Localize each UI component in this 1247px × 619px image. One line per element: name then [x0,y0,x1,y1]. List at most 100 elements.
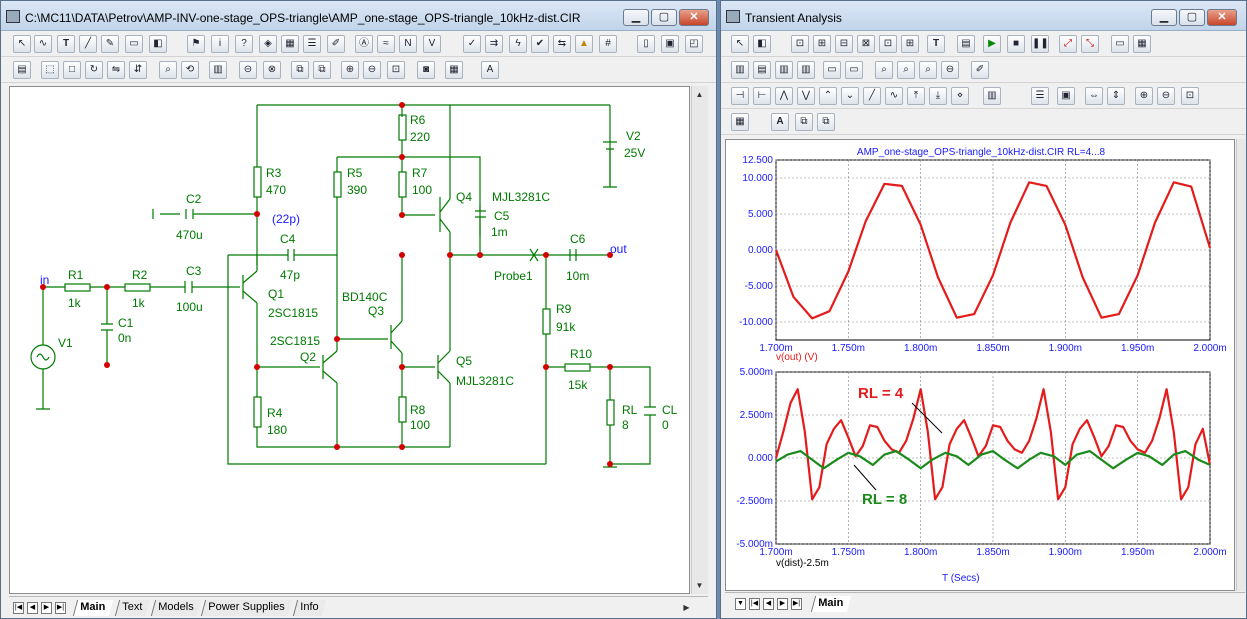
t-layout-icon[interactable]: ▦ [731,113,749,131]
t-scale2-icon[interactable]: ⊞ [813,35,831,53]
attribute-wave-icon[interactable]: ≈ [377,35,395,53]
pointer-icon[interactable]: ↖ [13,35,31,53]
t-layout6-icon[interactable]: ▭ [845,61,863,79]
t-copy-icon[interactable]: ⧉ [795,113,813,131]
transient-titlebar[interactable]: Transient Analysis ▁ ▢ ✕ [721,1,1246,31]
t-prev-icon[interactable]: |◀ [749,598,760,610]
t-cursor2-icon[interactable]: ⊢ [753,87,771,105]
t-clipboard-icon[interactable]: ▥ [983,87,1001,105]
clipboard-icon[interactable]: ▥ [209,61,227,79]
zoom-fit-icon[interactable]: ⊡ [387,61,405,79]
camera-icon[interactable]: ◙ [417,61,435,79]
flip-x-icon[interactable]: ⇋ [107,61,125,79]
t-fit-y-icon[interactable]: ⇕ [1107,87,1125,105]
t-component-icon[interactable]: ◧ [753,35,771,53]
t-scale6-icon[interactable]: ⊞ [901,35,919,53]
pin-icon[interactable]: ◈ [259,35,277,53]
window-icon[interactable]: ◰ [685,35,703,53]
t-point-icon[interactable]: ⋄ [951,87,969,105]
scroll-up-icon[interactable]: ▲ [695,90,704,99]
validate-icon[interactable]: ✔ [531,35,549,53]
warning-icon[interactable]: ▲ [575,35,593,53]
prev-page-icon[interactable]: ◀ [27,602,38,614]
properties-icon[interactable]: ▤ [13,61,31,79]
component-icon[interactable]: ◧ [149,35,167,53]
t-peak-icon[interactable]: ⋀ [775,87,793,105]
t-find2-icon[interactable]: ⌕ [897,61,915,79]
node-voltage-icon[interactable]: V [423,35,441,53]
flip-y-icon[interactable]: ⇵ [129,61,147,79]
t-layout5-icon[interactable]: ▭ [823,61,841,79]
t-global-low-icon[interactable]: ⤓ [929,87,947,105]
t-zoom-in-icon[interactable]: ⊕ [1135,87,1153,105]
t-cursor1-icon[interactable]: ⊣ [731,87,749,105]
blank-icon[interactable]: □ [63,61,81,79]
page-icon[interactable]: ▯ [637,35,655,53]
arrows-icon[interactable]: ⇆ [553,35,571,53]
last-page-icon[interactable]: ▶| [55,602,66,614]
transient-vertical-scrollbar[interactable] [1236,139,1246,591]
t-inflect-icon[interactable]: ∿ [885,87,903,105]
transient-tab-main[interactable]: Main [810,596,852,612]
t-page-icon[interactable]: ▣ [1057,87,1075,105]
plot-area[interactable]: AMP_one-stage_OPS-triangle_10kHz-dist.CI… [725,139,1235,591]
t-last-icon[interactable]: ▶| [791,598,802,610]
check-icon[interactable]: ✓ [463,35,481,53]
t-zoom-fit-icon[interactable]: ⊡ [1181,87,1199,105]
t-font-icon[interactable]: A [771,113,789,131]
t-valley-icon[interactable]: ⋁ [797,87,815,105]
help-icon[interactable]: ? [235,35,253,53]
attribute-icon[interactable]: Ⓐ [355,35,373,53]
maximize-button[interactable]: ▢ [651,9,677,26]
t-scale-icon[interactable]: ⊡ [791,35,809,53]
t-marker2-icon[interactable]: ⤡ [1081,35,1099,53]
t-marker-icon[interactable]: ⤢ [1059,35,1077,53]
first-page-icon[interactable]: |◀ [13,602,24,614]
text-icon[interactable]: T [57,35,75,53]
t-frame-icon[interactable]: ▭ [1111,35,1129,53]
tab-text[interactable]: Text [114,600,151,616]
t-low-icon[interactable]: ⌄ [841,87,859,105]
pencil-icon[interactable]: ✎ [101,35,119,53]
layout-icon[interactable]: ▦ [445,61,463,79]
t-prev2-icon[interactable]: ◀ [763,598,774,610]
t-list-icon[interactable]: ☰ [1031,87,1049,105]
t-edit-icon[interactable]: ✐ [971,61,989,79]
transient-maximize-button[interactable]: ▢ [1179,9,1205,26]
paste-icon[interactable]: ⧉ [313,61,331,79]
t-scale4-icon[interactable]: ⊠ [857,35,875,53]
t-next-icon[interactable]: ▶ [777,598,788,610]
t-zoom-out-icon[interactable]: ⊖ [1157,87,1175,105]
zoom-out-icon[interactable]: ⊖ [363,61,381,79]
scroll-down-icon[interactable]: ▼ [695,581,704,590]
stop-icon[interactable]: ■ [1007,35,1025,53]
bus-icon[interactable]: ▭ [125,35,143,53]
pause-icon[interactable]: ❚❚ [1031,35,1049,53]
schematic-vertical-scrollbar[interactable]: ▲ ▼ [691,86,708,594]
rotate-icon[interactable]: ↻ [85,61,103,79]
t-grid-icon[interactable]: ▦ [1133,35,1151,53]
tab-models[interactable]: Models [150,600,202,616]
t-high-icon[interactable]: ⌃ [819,87,837,105]
font-icon[interactable]: A [481,61,499,79]
stop-sign-icon[interactable]: ⊝ [239,61,257,79]
tab-main[interactable]: Main [72,600,114,616]
t-slope-icon[interactable]: ╱ [863,87,881,105]
line-icon[interactable]: ╱ [79,35,97,53]
edit-icon[interactable]: ✐ [327,35,345,53]
t-scale3-icon[interactable]: ⊟ [835,35,853,53]
t-layout2-icon[interactable]: ▤ [753,61,771,79]
select-box-icon[interactable]: ⬚ [41,61,59,79]
t-fit-x-icon[interactable]: ⇔ [1085,87,1103,105]
t-layout1-icon[interactable]: ▥ [731,61,749,79]
t-global-high-icon[interactable]: ⤒ [907,87,925,105]
grid-dots-icon[interactable]: # [599,35,617,53]
transient-close-button[interactable]: ✕ [1207,9,1237,26]
schematic-titlebar[interactable]: C:\MC11\DATA\Petrov\AMP-INV-one-stage_OP… [1,1,716,31]
t-layout3-icon[interactable]: ▥ [775,61,793,79]
tab-power-supplies[interactable]: Power Supplies [200,600,293,616]
t-first-page-icon[interactable]: ▼ [735,598,746,610]
t-layout4-icon[interactable]: ▥ [797,61,815,79]
minimize-button[interactable]: ▁ [623,9,649,26]
lightning-icon[interactable]: ϟ [509,35,527,53]
